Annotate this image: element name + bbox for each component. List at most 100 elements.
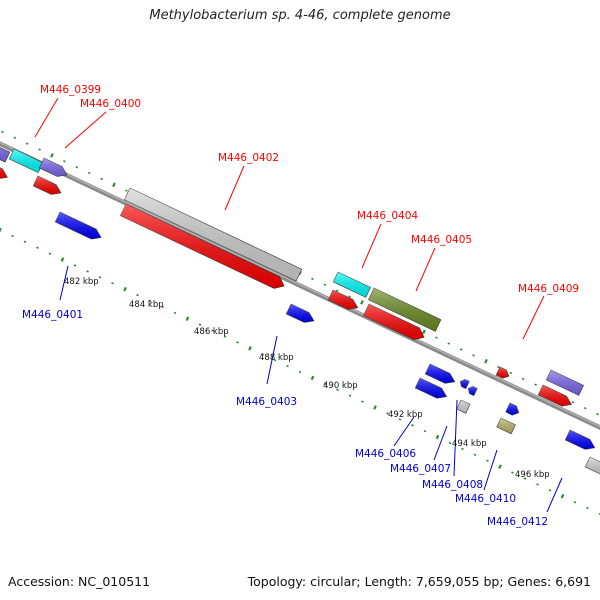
outer-tick [435,336,438,339]
inner-tick [173,311,177,315]
gene-grey-right-shade [585,457,600,474]
gene-purple-0400-shade [39,158,67,177]
inner-tick [498,464,502,469]
gene-red-0405-shade [363,304,425,340]
label-m446_0406: M446_0406 [355,448,416,460]
inner-tick [373,405,377,410]
gene-red-0404-shade [328,290,358,310]
label-m446_0401: M446_0401 [22,309,83,321]
gene-purple-left-shade [0,147,10,163]
inner-tick [548,489,552,492]
inner-tick [323,382,327,386]
outer-tick [1,130,4,134]
outer-tick [87,171,91,175]
gene-purple-0409-shade [546,370,584,396]
gene-blue-0406b-shade [415,378,447,399]
gene-blue-0407a-shade [460,379,470,389]
gene-red-left-shade [0,167,8,179]
outer-tick [360,300,364,305]
label-m446_0409: M446_0409 [518,283,579,295]
scale-label: 496 kbp [515,470,550,480]
inner-tick [111,282,114,285]
label-m446_0407: M446_0407 [390,463,451,475]
scale-label: 488 kbp [259,353,294,363]
inner-tick [198,323,202,326]
inner-tick [473,453,477,457]
leader-0400 [64,111,107,149]
label-m446_0410: M446_0410 [455,493,516,505]
outer-tick [100,177,103,181]
gene-red-right-shade [538,385,572,407]
outer-tick [25,142,29,145]
gene-cyan-0404-shade [333,272,371,298]
leader-0403 [266,335,278,385]
gene-khaki-0410-shade [496,418,516,434]
outer-tick [335,289,339,292]
outer-tick [472,354,475,357]
outer-tick [484,358,488,364]
inner-tick [273,358,277,362]
inner-tick [461,447,464,451]
inner-tick [386,412,389,415]
leader-0409 [522,295,545,340]
label-m446_0400: M446_0400 [80,98,141,110]
scale-label: 492 kbp [388,410,423,420]
genome-summary: Topology: circular; Length: 7,659,055 bp… [247,574,591,589]
leader-0402 [224,165,245,211]
outer-tick [596,412,599,416]
outer-tick [571,401,575,404]
inner-tick [48,252,52,255]
inner-tick [236,341,239,344]
leader-0405 [415,247,436,292]
outer-tick [311,277,314,281]
leader-0410 [483,449,498,491]
inner-tick [336,388,339,391]
inner-tick [398,418,402,421]
outer-tick [125,189,128,192]
inner-tick [211,329,214,332]
outer-tick [348,295,351,298]
outer-tick [112,182,116,188]
label-m446_0402: M446_0402 [218,152,279,164]
inner-tick [136,293,139,297]
gene-red-0400-shade [33,176,61,195]
inner-tick [573,500,577,504]
gene-blue-0407b-shade [468,386,478,396]
accession-text: Accession: NC_010511 [8,574,151,589]
inner-tick [23,240,27,244]
scale-label: 490 kbp [323,381,358,391]
inner-tick [261,353,264,356]
label-m446_0408: M446_0408 [422,479,483,491]
scale-label: 482 kbp [64,277,99,287]
inner-tick [73,264,77,267]
gene-grey-0408-shade [456,400,471,414]
outer-tick [447,342,451,345]
leader-0399 [34,97,59,138]
inner-tick [486,459,489,462]
inner-tick [123,286,127,292]
inner-tick [36,246,39,249]
inner-tick [448,441,452,445]
outer-tick [63,160,66,163]
leader-0404 [361,223,382,269]
gene-blue-0410-shade [505,403,519,416]
outer-tick [75,165,79,169]
inner-tick [298,370,302,374]
outer-tick [521,377,525,381]
outer-tick [50,153,54,158]
outer-tick [534,383,537,386]
label-m446_0403: M446_0403 [236,396,297,408]
gene-blue-0412-shade [565,430,595,450]
gene-blue-0401-shade [55,212,102,240]
inner-tick [310,375,315,381]
scale-label: 484 kbp [129,300,164,310]
outer-tick [422,329,426,335]
leader-0407 [433,425,448,461]
inner-tick [586,506,589,510]
inner-tick [161,305,164,309]
gene-red-0409-shade [496,367,509,379]
leader-0408 [453,399,458,477]
label-m446_0412: M446_0412 [487,516,548,528]
